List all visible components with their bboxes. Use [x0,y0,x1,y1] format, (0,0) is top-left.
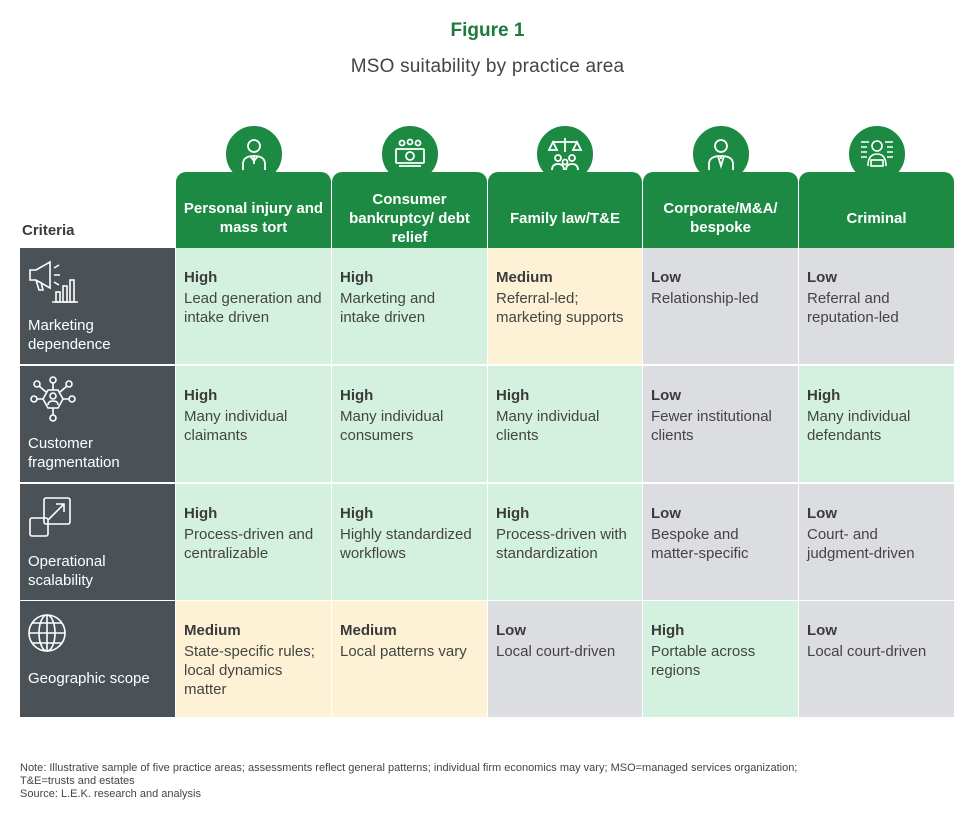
cell-level: Low [807,622,837,639]
globe-icon [28,614,66,652]
cell-level: Medium [340,622,397,639]
column-header-corporate: Corporate/M&A/ bespoke [643,172,798,248]
cell-level: High [184,505,218,522]
row-label-customer-fragmentation: Customer fragmentation [20,366,175,482]
cell-marketing-corporate: Low Relationship-led [643,248,798,364]
column-header-family-law: Family law/T&E [488,172,642,248]
row-label-operational-scalability: Operational scalability [20,484,175,600]
cell-description: Court- and judgment-driven [807,526,915,562]
cell-level: High [340,269,374,286]
cell-marketing-personal-injury: High Lead generation and intake driven [176,248,331,364]
scale-up-icon [29,497,71,537]
cell-level: High [496,387,530,404]
cell-scalability-criminal: Low Court- and judgment-driven [799,484,954,600]
figure-label: Figure 1 [450,20,525,41]
row-label-text: Geographic scope [28,670,150,687]
cell-level: Low [807,269,837,286]
source-line: Source: L.E.K. research and analysis [20,788,201,800]
cell-description: Many individual defendants [807,408,911,444]
network-icon [30,376,76,422]
cell-level: Low [651,387,681,404]
cell-description: Lead generation and intake driven [184,290,322,326]
cell-level: Low [651,269,681,286]
cell-scalability-consumer-bankruptcy: High Highly standardized workflows [332,484,487,600]
note-line-2: T&E=trusts and estates [20,775,135,787]
cell-level: High [184,269,218,286]
cell-fragmentation-family-law: High Many individual clients [488,366,642,482]
footnote: Note: Illustrative sample of five practi… [20,762,960,801]
cell-description: Process-driven and centralizable [184,526,314,562]
cell-geographic-corporate: High Portable across regions [643,601,798,717]
cell-marketing-consumer-bankruptcy: High Marketing and intake driven [332,248,487,364]
cell-description: Referral-led; marketing supports [496,290,624,326]
cell-description: Local court-driven [496,643,616,660]
cell-geographic-consumer-bankruptcy: Medium Local patterns vary [332,601,487,717]
cell-marketing-family-law: Medium Referral-led; marketing supports [488,248,642,364]
cell-description: Many individual clients [496,408,600,444]
cell-level: High [340,387,374,404]
cell-description: Portable across regions [651,643,756,679]
cell-level: Medium [184,622,241,639]
cell-description: Local court-driven [807,643,927,660]
column-header-personal-injury: Personal injury and mass tort [176,172,331,248]
cell-level: Low [496,622,526,639]
cell-geographic-family-law: Low Local court-driven [488,601,642,717]
cell-level: Low [651,505,681,522]
cell-level: High [184,387,218,404]
row-label-text: Customer fragmentation [28,435,120,471]
megaphone-chart-icon [29,260,78,303]
column-header-criminal: Criminal [799,172,954,248]
cell-fragmentation-personal-injury: High Many individual claimants [176,366,331,482]
cell-level: High [807,387,841,404]
cell-level: High [340,505,374,522]
cell-description: State-specific rules; local dynamics mat… [184,643,315,698]
cell-scalability-corporate: Low Bespoke and matter-specific [643,484,798,600]
cell-marketing-criminal: Low Referral and reputation-led [799,248,954,364]
cell-fragmentation-corporate: Low Fewer institutional clients [643,366,798,482]
cell-description: Referral and reputation-led [807,290,899,326]
cell-level: Low [807,505,837,522]
cell-description: Marketing and intake driven [340,290,436,326]
cell-description: Many individual claimants [184,408,288,444]
cell-geographic-criminal: Low Local court-driven [799,601,954,717]
cell-scalability-personal-injury: High Process-driven and centralizable [176,484,331,600]
cell-description: Process-driven with standardization [496,526,627,562]
cell-level: High [496,505,530,522]
cell-geographic-personal-injury: Medium State-specific rules; local dynam… [176,601,331,717]
cell-description: Fewer institutional clients [651,408,772,444]
row-label-geographic-scope: Geographic scope [20,601,175,717]
cell-description: Bespoke and matter-specific [651,526,749,562]
cell-fragmentation-criminal: High Many individual defendants [799,366,954,482]
row-label-marketing-dependence: Marketing dependence [20,248,175,364]
cell-level: High [651,622,685,639]
cell-level: Medium [496,269,553,286]
column-header-consumer-bankruptcy: Consumer bankruptcy/ debt relief [332,172,487,248]
cell-description: Highly standardized workflows [340,526,472,562]
cell-scalability-family-law: High Process-driven with standardization [488,484,642,600]
cell-description: Many individual consumers [340,408,444,444]
cell-description: Local patterns vary [340,643,467,660]
figure-title: MSO suitability by practice area [350,56,625,77]
cell-description: Relationship-led [651,290,759,307]
row-label-text: Marketing dependence [28,317,111,353]
cell-fragmentation-consumer-bankruptcy: High Many individual consumers [332,366,487,482]
criteria-label: Criteria [22,222,75,239]
row-label-text: Operational scalability [28,553,106,589]
note-line-1: Note: Illustrative sample of five practi… [20,762,798,774]
